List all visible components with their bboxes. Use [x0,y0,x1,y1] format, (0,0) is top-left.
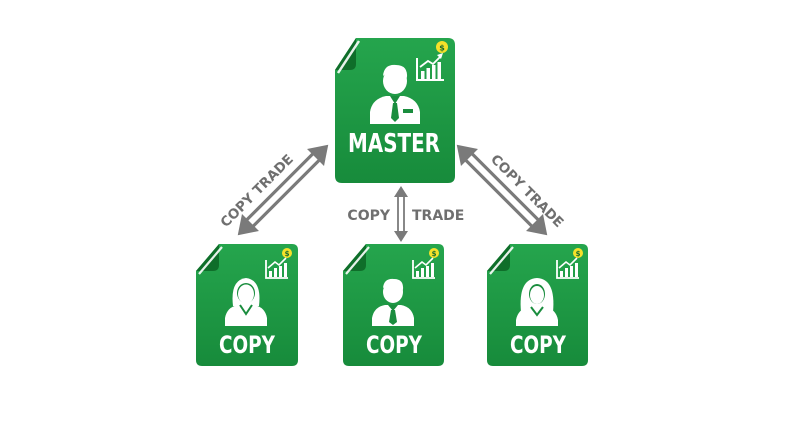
dollar-coin-icon: $ [436,41,448,53]
left-copy-trade-arrow [237,144,329,236]
person-male-icon [372,278,414,326]
center-arrow-label-left: COPY [347,208,390,224]
chart-up-icon [265,257,288,279]
person-female-icon [225,278,267,326]
master-card: $ MASTER [335,38,455,183]
master-badge-text: $ [439,44,445,53]
chart-up-icon [412,257,435,279]
right-copy-trade-arrow [456,144,548,236]
dollar-coin-icon: $ [282,248,292,258]
copy-right-badge-text: $ [576,250,581,258]
copy-middle-badge-text: $ [432,250,437,258]
copy-left-label: COPY [219,331,275,359]
person-female-icon [516,278,558,326]
copy-card-right: $ COPY [487,244,588,366]
chart-up-icon [556,257,579,279]
chart-up-icon [416,53,444,81]
copy-card-middle: $ COPY [343,244,444,366]
center-arrow-label-right: TRADE [412,208,464,224]
center-copy-trade-arrow [394,186,408,242]
master-label: MASTER [348,129,440,159]
copy-card-left: $ COPY [196,244,298,366]
copy-right-label: COPY [510,331,566,359]
copy-middle-label: COPY [366,331,422,359]
dollar-coin-icon: $ [573,248,583,258]
dollar-coin-icon: $ [429,248,439,258]
copy-left-badge-text: $ [285,250,290,258]
person-male-icon [370,64,420,124]
